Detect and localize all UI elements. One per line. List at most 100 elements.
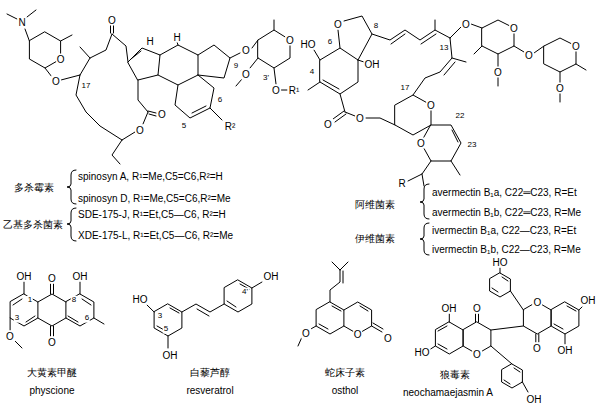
compound-note: spinosyn A, R¹=Me,C5=C6,R²=H [78,171,223,182]
atom-number: 6 [327,38,333,47]
compound-note: XDE-175-L, R¹=Et,C5—C6, R²=Me [78,230,233,241]
atom-number: 23 [467,141,478,150]
atom-label: O [135,125,145,136]
bond-line [551,302,579,334]
atom-label: O [532,297,542,308]
bond-line [502,364,528,392]
atom-label: OH [72,271,89,282]
bond-line [24,282,80,336]
atom-label: O [157,109,167,120]
atom-label: O [509,23,519,34]
atom-label: R¹ [288,85,301,96]
atom-number: 5 [163,325,169,334]
atom-label: O [107,15,117,26]
bond-line [10,318,104,348]
atom-label: H [145,36,154,47]
atom-label: O [353,329,363,340]
bond-line [175,75,214,118]
compound-name: physcione [29,385,74,396]
atom-label: OH [526,394,543,405]
bond-line [420,184,429,219]
atom-label: O [532,343,542,354]
atom-number: 17 [81,82,92,91]
bond-line [435,322,463,354]
compound-name: 白藜芦醇 [190,367,230,378]
compound-note: ivermectin B₁a, C22—C23, R=Et [432,225,576,236]
bond-line [316,302,344,334]
atom-label: OH [16,271,33,282]
atom-label: O [426,100,436,111]
atom-label: HO [132,294,149,305]
atom-label: O [241,45,251,56]
bond-line [154,304,182,336]
atom-number: 9 [233,62,239,71]
neochamaejasmin-structure [429,268,582,392]
bond-line [252,282,262,288]
avermectin-structure [308,16,586,255]
atom-label: O [271,85,281,96]
compound-note: avermectin B₁a, C22═C23, R=Et [432,187,577,198]
atom-label: O [241,69,251,80]
bond-line [66,294,94,326]
atom-label: H [172,32,181,43]
compound-name: neochamaejasmin A [403,387,493,398]
atom-label: O [5,331,15,342]
atom-label: OH [441,303,458,314]
atom-label: O [383,333,393,344]
atom-label: O [524,50,534,61]
atom-number: 22 [455,112,466,121]
atom-number: 8 [373,22,379,31]
bond-line [429,314,479,350]
bond-line [333,94,395,125]
atom-label: OH [162,350,179,361]
atom-number: 4 [309,68,315,77]
bond-line [491,326,524,364]
atom-label: HO [300,39,317,50]
bond-line [230,40,258,58]
atom-label: O [56,54,66,65]
bond-line [67,170,76,204]
atom-label: HO [492,257,509,268]
bond-line [80,25,128,75]
atom-label: O [472,303,482,314]
atom-label: O [355,113,365,124]
bond-line [158,45,198,85]
atom-label: O [555,83,565,94]
compound-name: 蛇床子素 [325,367,365,378]
bond-line [490,268,524,310]
bond-line [544,38,586,102]
atom-number: 5 [181,122,187,131]
bond-line [67,208,76,241]
bond-line [122,80,156,140]
atom-label: O [472,349,482,360]
atom-number: 6 [84,314,90,323]
compound-note: SDE-175-J, R¹=Et,C5—C6, R²=H [78,209,226,220]
atom-label: O [285,35,295,46]
resveratrol-structure [147,280,262,348]
compound-note: spinosyn D, R¹=Me,C5=C6,R²=Me [78,193,231,204]
spinosyn-structure [7,10,290,241]
bond-line [408,125,461,186]
bond-line [413,38,466,95]
bond-line [38,294,66,326]
compound-note: 阿维菌素 [355,199,395,210]
compound-note: ivermectin B₁b, C22—C23, R=Me [432,244,581,255]
bond-line [128,48,160,80]
atom-number: 17 [400,84,411,93]
atom-label: R² [224,121,237,132]
bond-line [372,20,461,44]
atom-label: OH [580,295,597,306]
bond-line [10,294,38,326]
bond-line [372,323,383,332]
bond-line [471,20,544,86]
atom-number: 8 [71,296,77,305]
bond-line [224,280,252,312]
bond-line [198,45,230,78]
atom-label: O [493,67,503,78]
compound-name: resveratrol [186,385,233,396]
compound-name: osthol [332,385,359,396]
compound-note: avermectin B₁b, C22═C23, R=Me [432,207,581,218]
bond-line [330,262,348,302]
compound-name: 大黄素甲醚 [27,367,77,378]
